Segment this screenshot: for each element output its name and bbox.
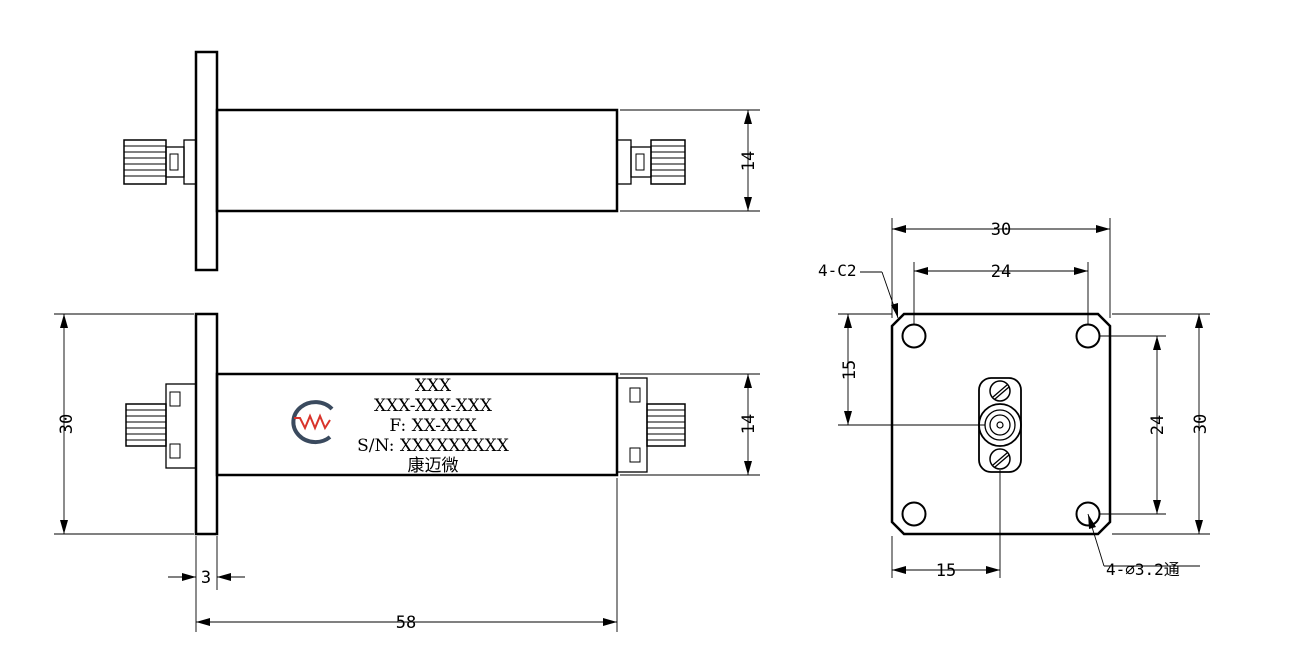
- dim-text: 30: [1191, 414, 1211, 434]
- dim-text: 15: [840, 360, 860, 380]
- front-right-connector: [616, 377, 686, 473]
- label-line-2: XXX-XXX-XXX: [374, 396, 493, 416]
- end-view: 30 24 4-C2 15: [818, 218, 1211, 581]
- chamfer-note: 4-C2: [818, 261, 857, 280]
- dim-overall-length: 58: [196, 478, 618, 633]
- label-line-4: S/N: XXXXXXXXX: [357, 436, 510, 456]
- label-brand: 康迈微: [408, 456, 459, 476]
- mounting-holes: [901, 323, 1101, 527]
- brand-logo: [291, 400, 334, 445]
- leader-holes: 4-∅3.2通: [1087, 513, 1200, 579]
- front-view: XXX XXX-XXX-XXX F: XX-XXX S/N: XXXXXXXXX…: [54, 312, 760, 633]
- top-view: 14: [123, 50, 760, 272]
- front-flange: [194, 312, 219, 536]
- label-line-3: F: XX-XXX: [389, 416, 477, 436]
- dim-flange-thickness: 3: [168, 536, 245, 632]
- dim-center-offset-y: 15: [838, 313, 985, 426]
- top-body: [215, 108, 619, 213]
- mounting-hole: [1075, 323, 1101, 349]
- dim-text: 14: [739, 151, 759, 171]
- product-label: XXX XXX-XXX-XXX F: XX-XXX S/N: XXXXXXXXX…: [357, 376, 510, 476]
- top-left-connector: [123, 139, 197, 185]
- dim-front-body-height: 14: [620, 373, 760, 476]
- dim-hole-spacing-x: 24: [913, 262, 1089, 324]
- hole-note: 4-∅3.2通: [1106, 560, 1180, 579]
- top-flange: [194, 50, 219, 272]
- dim-text: 30: [991, 220, 1011, 240]
- logo-wave: [294, 413, 331, 431]
- dim-text: 3: [201, 568, 211, 588]
- end-connector-face: [978, 377, 1022, 473]
- mounting-hole: [1075, 501, 1101, 527]
- dim-text: 15: [936, 561, 956, 581]
- dim-text: 24: [1148, 415, 1168, 435]
- dim-text: 24: [991, 262, 1011, 282]
- dim-text: 14: [739, 414, 759, 434]
- logo-ring: [291, 400, 334, 445]
- dim-end-width: 30: [891, 218, 1111, 318]
- dim-end-height: 30: [1112, 313, 1211, 535]
- leader-chamfer: 4-C2: [818, 261, 899, 319]
- dim-center-offset-x: 15: [891, 470, 1001, 581]
- dim-text: 30: [57, 414, 77, 434]
- dim-hole-spacing-y: 24: [1100, 335, 1168, 515]
- dim-front-flange-height: 30: [54, 313, 194, 535]
- end-flange-outline: [890, 312, 1112, 536]
- top-right-connector: [616, 139, 686, 185]
- label-line-1: XXX: [415, 376, 452, 396]
- front-left-connector: [125, 383, 197, 469]
- dim-text: 58: [396, 613, 416, 633]
- mounting-hole: [901, 501, 927, 527]
- dim-top-body-height: 14: [620, 109, 760, 212]
- mounting-hole: [901, 323, 927, 349]
